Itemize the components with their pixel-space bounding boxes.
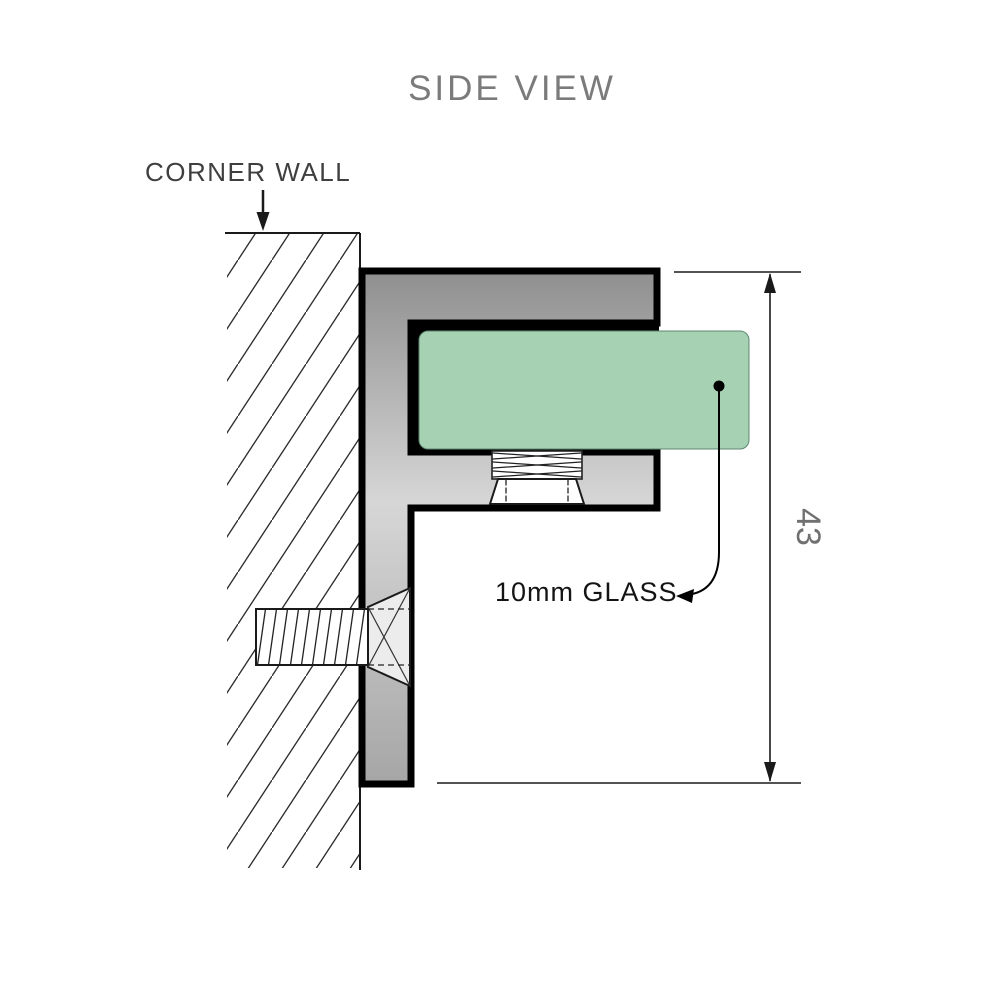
glass-label: 10mm GLASS <box>495 577 678 607</box>
fixing-screw <box>255 586 411 688</box>
dimension-label: 43 <box>789 508 827 546</box>
dimension-lines <box>437 271 801 784</box>
grub-screw <box>488 450 586 505</box>
corner-wall-arrow <box>256 190 270 231</box>
glass-leader-line <box>676 380 725 603</box>
glass-panel <box>418 330 750 450</box>
page-title: SIDE VIEW <box>408 69 616 108</box>
wall-hatching <box>227 234 360 868</box>
corner-wall-label: CORNER WALL <box>145 157 351 187</box>
